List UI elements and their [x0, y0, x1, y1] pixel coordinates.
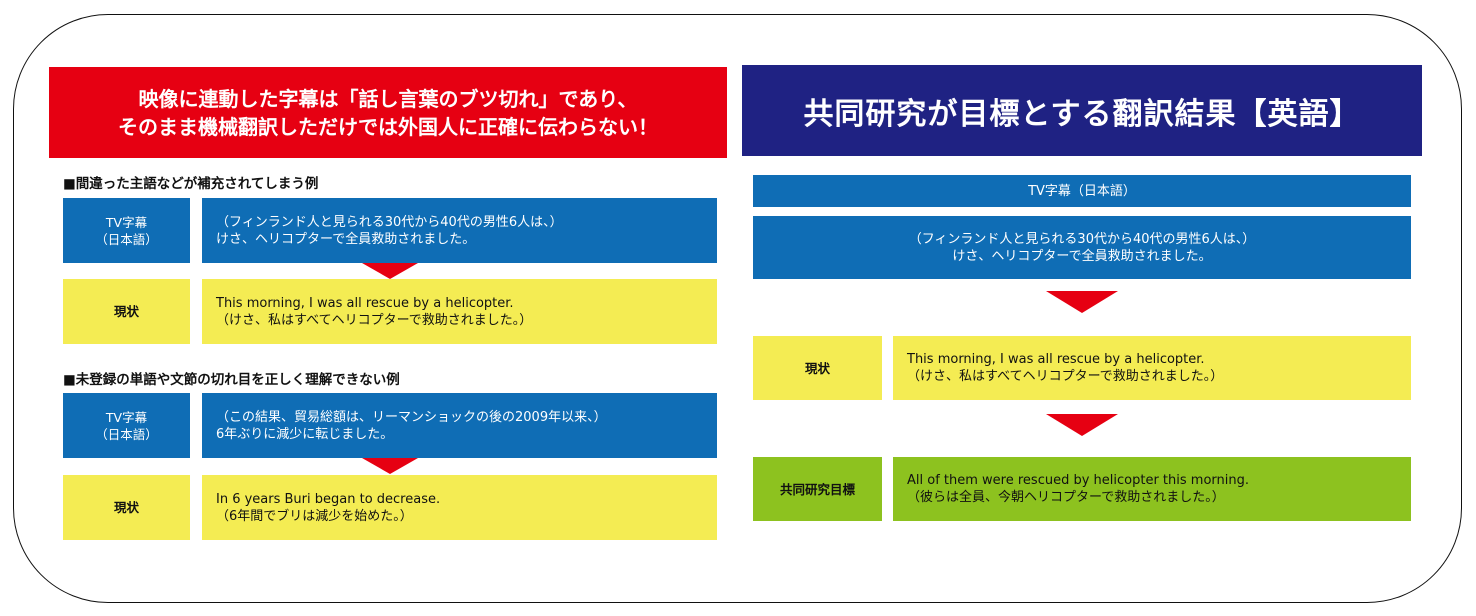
source-label-line2: （日本語） [95, 231, 158, 247]
goal-banner: 共同研究が目標とする翻訳結果【英語】 [742, 65, 1422, 156]
example1-result-text: This morning, I was all rescue by a heli… [202, 279, 717, 344]
source-label-line1: TV字幕 [105, 409, 148, 425]
result-text-line1: This morning, I was all rescue by a heli… [216, 295, 514, 311]
outer-rounded-frame [13, 14, 1462, 603]
result-text-line1: In 6 years Buri began to decrease. [216, 491, 441, 507]
source-label-line1: TV字幕 [105, 214, 148, 230]
example1-source-label: TV字幕 （日本語） [63, 198, 190, 263]
result-text-line2: （6年間でブリは減少を始めた。） [216, 508, 413, 524]
current-text-line1: This morning, I was all rescue by a heli… [907, 352, 1205, 367]
down-arrow-icon [362, 458, 418, 474]
problem-banner: 映像に連動した字幕は「話し言葉のブツ切れ」であり、 そのまま機械翻訳しただけでは… [49, 67, 727, 158]
example2-result-label: 現状 [63, 475, 190, 540]
down-arrow-icon [1046, 414, 1118, 436]
problem-banner-line1: 映像に連動した字幕は「話し言葉のブツ切れ」であり、 [138, 86, 638, 111]
target-text-line2: （彼らは全員、今朝ヘリコプターで救助されました。） [907, 490, 1225, 505]
example2-source-label: TV字幕 （日本語） [63, 393, 190, 458]
current-text-line2: （けさ、私はすべてヘリコプターで救助されました。） [907, 369, 1224, 384]
example2-result-text: In 6 years Buri began to decrease. （6年間で… [202, 475, 717, 540]
example1-result-label: 現状 [63, 279, 190, 344]
example1-source-text: （フィンランド人と見られる30代から40代の男性6人は、） けさ、ヘリコプターで… [202, 198, 717, 263]
example1-title: ■間違った主語などが補充されてしまう例 [63, 176, 319, 192]
down-arrow-icon [1046, 291, 1118, 313]
source-text-line2: けさ、ヘリコプターで全員救助されました。 [952, 248, 1212, 264]
right-target-text: All of them were rescued by helicopter t… [893, 457, 1411, 521]
example2-title: ■未登録の単語や文節の切れ目を正しく理解できない例 [63, 372, 400, 388]
source-label-line2: （日本語） [95, 426, 158, 442]
right-target-label: 共同研究目標 [753, 457, 882, 521]
source-text-line2: 6年ぶりに減少に転じました。 [216, 426, 394, 442]
right-source-text: （フィンランド人と見られる30代から40代の男性6人は、） けさ、ヘリコプターで… [753, 216, 1411, 279]
source-text-line2: けさ、ヘリコプターで全員救助されました。 [216, 231, 476, 247]
right-current-label: 現状 [753, 336, 882, 400]
source-text-line1: （フィンランド人と見られる30代から40代の男性6人は、） [216, 214, 563, 230]
down-arrow-icon [362, 263, 418, 279]
result-text-line2: （けさ、私はすべてヘリコプターで救助されました。） [216, 312, 533, 328]
source-header: TV字幕（日本語） [753, 175, 1411, 207]
source-text-line1: （フィンランド人と見られる30代から40代の男性6人は、） [908, 231, 1256, 247]
target-text-line1: All of them were rescued by helicopter t… [907, 473, 1249, 488]
right-current-text: This morning, I was all rescue by a heli… [893, 336, 1411, 400]
example2-source-text: （この結果、貿易総額は、リーマンショックの後の2009年以来、） 6年ぶりに減少… [202, 393, 717, 458]
source-text-line1: （この結果、貿易総額は、リーマンショックの後の2009年以来、） [216, 409, 607, 425]
source-header-label: TV字幕（日本語） [1028, 183, 1136, 199]
problem-banner-line2: そのまま機械翻訳しただけでは外国人に正確に伝わらない！ [118, 114, 658, 139]
